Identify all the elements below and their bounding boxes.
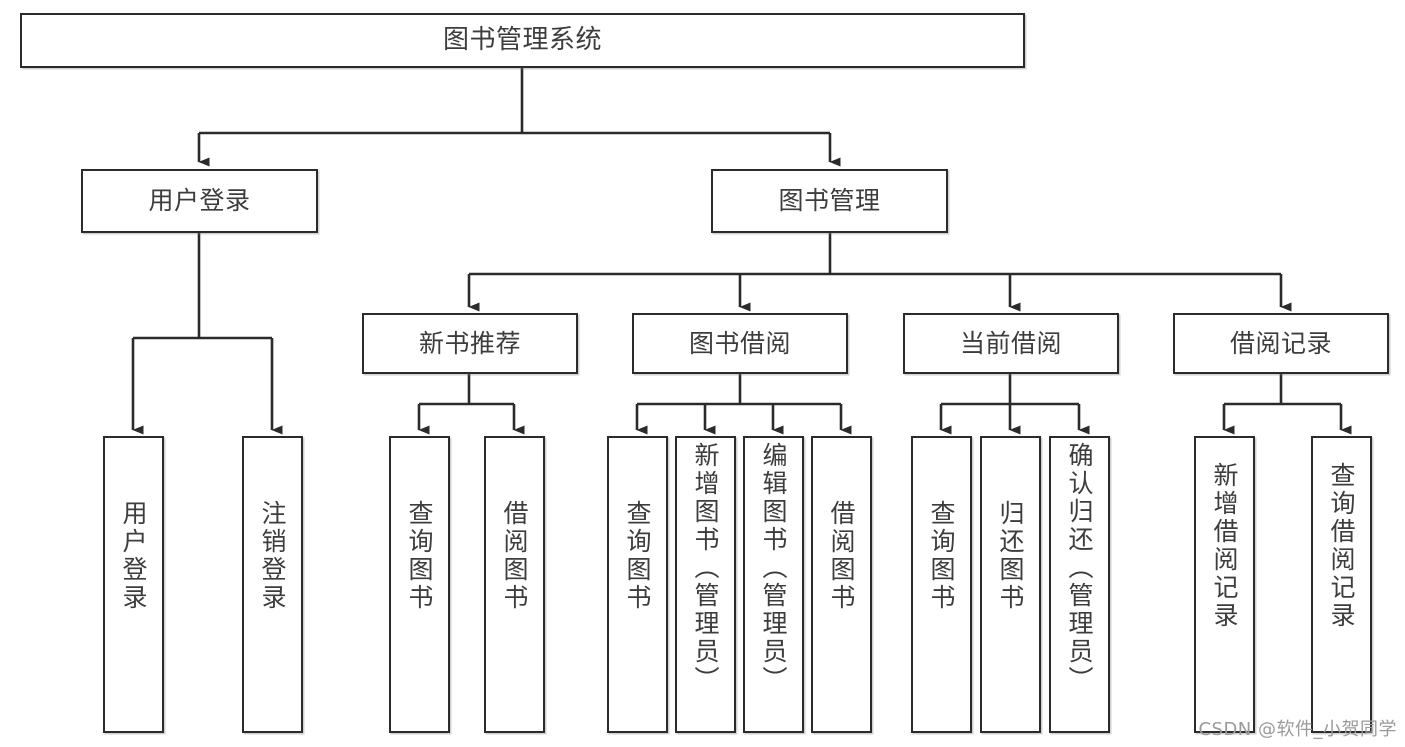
node-book-management[interactable]: 图书管理 <box>711 169 948 233</box>
node-label: 归还图书 <box>996 500 1025 612</box>
node-leaf-borrow-book[interactable]: 借阅图书 <box>811 436 872 733</box>
node-new-book-recommend[interactable]: 新书推荐 <box>362 313 578 374</box>
node-leaf-query-book-recommend[interactable]: 查询图书 <box>389 436 450 733</box>
node-leaf-query-book-borrow[interactable]: 查询图书 <box>607 436 668 733</box>
node-book-borrow[interactable]: 图书借阅 <box>632 313 848 374</box>
node-leaf-return-book[interactable]: 归还图书 <box>980 436 1041 733</box>
node-label: 新书推荐 <box>418 328 521 358</box>
node-label: 图书管理 <box>778 186 881 215</box>
node-label: 用户登录 <box>119 500 148 612</box>
node-user-login[interactable]: 用户登录 <box>81 169 318 233</box>
node-label: 借阅图书 <box>500 500 529 612</box>
node-label: 新增图书（管理员） <box>691 442 720 694</box>
node-current-borrow[interactable]: 当前借阅 <box>903 313 1119 374</box>
node-label: 用户登录 <box>148 186 251 215</box>
node-leaf-query-borrow-record[interactable]: 查询借阅记录 <box>1311 436 1372 733</box>
node-label: 查询图书 <box>623 500 652 612</box>
node-label: 查询图书 <box>405 500 434 612</box>
node-leaf-add-borrow-record[interactable]: 新增借阅记录 <box>1194 436 1255 733</box>
csdn-watermark: CSDN @软件_小贺同学 <box>1198 719 1397 740</box>
node-label: 确认归还（管理员） <box>1065 442 1094 694</box>
node-label: 图书管理系统 <box>442 24 602 55</box>
node-leaf-edit-book-admin[interactable]: 编辑图书（管理员） <box>743 436 804 733</box>
node-label: 查询借阅记录 <box>1327 462 1356 630</box>
node-leaf-logout[interactable]: 注销登录 <box>242 436 303 733</box>
node-label: 新增借阅记录 <box>1210 462 1239 630</box>
node-label: 借阅记录 <box>1229 328 1332 358</box>
node-label: 借阅图书 <box>827 500 856 612</box>
node-leaf-add-book-admin[interactable]: 新增图书（管理员） <box>675 436 736 733</box>
node-label: 注销登录 <box>258 500 287 612</box>
node-leaf-user-login[interactable]: 用户登录 <box>103 436 164 733</box>
node-leaf-borrow-book-recommend[interactable]: 借阅图书 <box>484 436 545 733</box>
node-label: 编辑图书（管理员） <box>759 442 788 694</box>
node-leaf-confirm-return-admin[interactable]: 确认归还（管理员） <box>1049 436 1110 733</box>
node-label: 图书借阅 <box>688 328 791 358</box>
node-borrow-record[interactable]: 借阅记录 <box>1173 313 1389 374</box>
node-label: 查询图书 <box>927 500 956 612</box>
node-label: 当前借阅 <box>959 328 1062 358</box>
node-root-system[interactable]: 图书管理系统 <box>20 13 1025 68</box>
node-leaf-query-book-current[interactable]: 查询图书 <box>911 436 972 733</box>
